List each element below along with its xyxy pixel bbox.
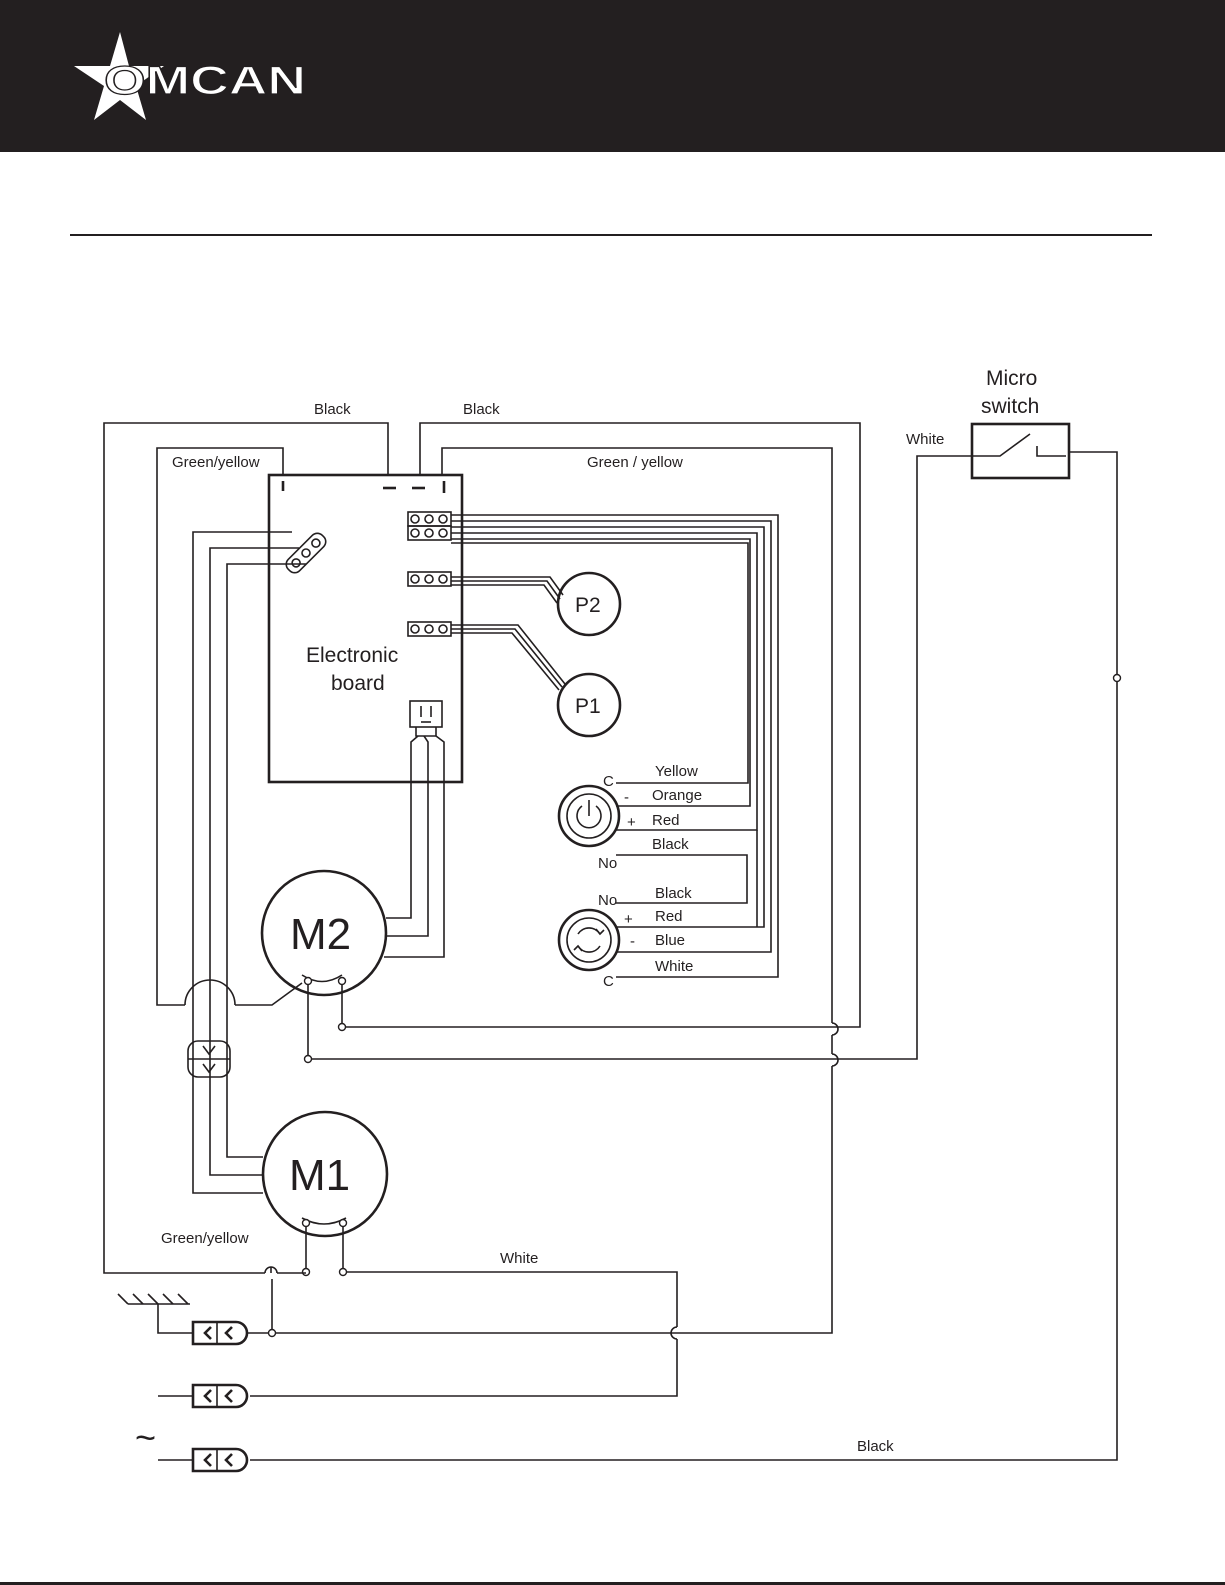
terminal-neutral [158,1385,247,1407]
electronic-board: Electronic board [269,475,462,782]
label-white-bottom: White [500,1250,538,1267]
power-wire-red: Red [652,812,680,829]
label-white-switch: White [906,431,944,448]
reverse-wire-blue: Blue [655,932,685,949]
micro-switch-label-2: switch [981,395,1039,418]
reverse-wire-black: Black [655,885,692,902]
supply-terminals: ~ [118,1279,672,1471]
p1-label: P1 [575,695,601,718]
m1-label: M1 [289,1151,350,1200]
power-wire-orange: Orange [652,787,702,804]
m2-label: M2 [290,910,351,959]
board-plug-connector [410,701,442,736]
reverse-no-label: No [598,892,617,909]
reverse-wire-white: White [655,958,693,975]
power-plus-label: + [627,814,636,831]
reverse-plus-label: + [624,911,633,928]
power-wire-black: Black [652,836,689,853]
reverse-c-label: C [603,973,614,990]
motor-m1: M1 Green/yellow White [161,1112,677,1396]
power-wire-yellow: Yellow [655,763,698,780]
inline-connector [188,1041,230,1077]
label-green-yellow-m1: Green/yellow [161,1230,249,1247]
micro-switch-label: Micro [986,367,1037,390]
terminal-ground [193,1279,672,1344]
ground-symbol [118,1294,193,1333]
board-connector-p2 [408,572,451,586]
label-black-bottom: Black [857,1438,894,1455]
power-c-label: C [603,773,614,790]
potentiometer-p1: P1 [451,625,620,736]
reverse-minus-label: - [630,933,635,950]
micro-switch: Micro switch White Black [250,367,1121,1460]
board-connector-top [408,512,451,540]
motor-m2: M2 [262,456,975,1063]
ac-symbol: ~ [135,1417,156,1458]
board-connector-p1 [408,622,451,636]
label-green-yellow-right: Green / yellow [587,454,683,471]
power-no-label: No [598,855,617,872]
board-diagonal-terminal [283,530,328,575]
label-black-top-right: Black [463,401,500,418]
label-black-top-left: Black [314,401,351,418]
label-green-yellow-left: Green/yellow [172,454,260,471]
terminal-live [158,1449,247,1471]
reverse-wire-red: Red [655,908,683,925]
reverse-switch: No + - C Black Red Blue White [559,885,693,990]
electronic-board-label-2: board [331,672,385,695]
m1-bundle [188,532,306,1193]
p2-label: P2 [575,594,601,617]
electronic-board-label: Electronic [306,644,398,667]
power-minus-label: - [624,789,629,806]
